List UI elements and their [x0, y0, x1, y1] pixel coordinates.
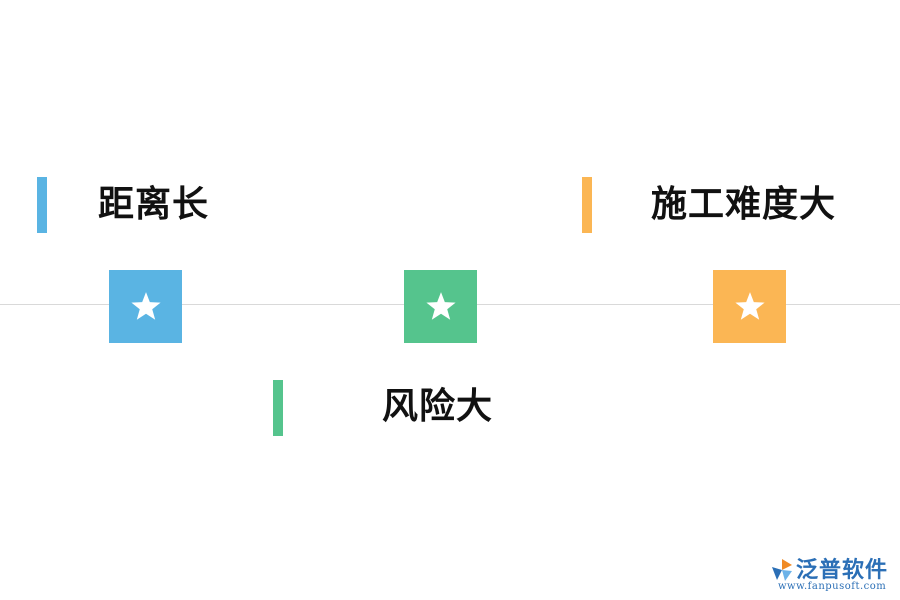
label-bar-distance — [37, 177, 47, 233]
star-marker-distance — [109, 270, 182, 343]
brand-url: www.fanpusoft.com — [778, 581, 887, 592]
star-marker-risk — [404, 270, 477, 343]
label-bar-risk — [273, 380, 283, 436]
label-risk: 风险大 — [382, 386, 494, 427]
label-distance: 距离长 — [98, 184, 210, 225]
fanpu-logo-icon — [772, 559, 792, 581]
star-icon — [734, 291, 765, 320]
brand-logo: 泛普软件 www.fanpusoft.com — [768, 552, 894, 596]
star-marker-difficulty — [713, 270, 786, 343]
label-bar-difficulty — [582, 177, 592, 233]
brand-name: 泛普软件 — [796, 558, 889, 583]
star-icon — [425, 291, 456, 320]
star-icon — [130, 291, 161, 320]
label-difficulty: 施工难度大 — [651, 184, 837, 225]
